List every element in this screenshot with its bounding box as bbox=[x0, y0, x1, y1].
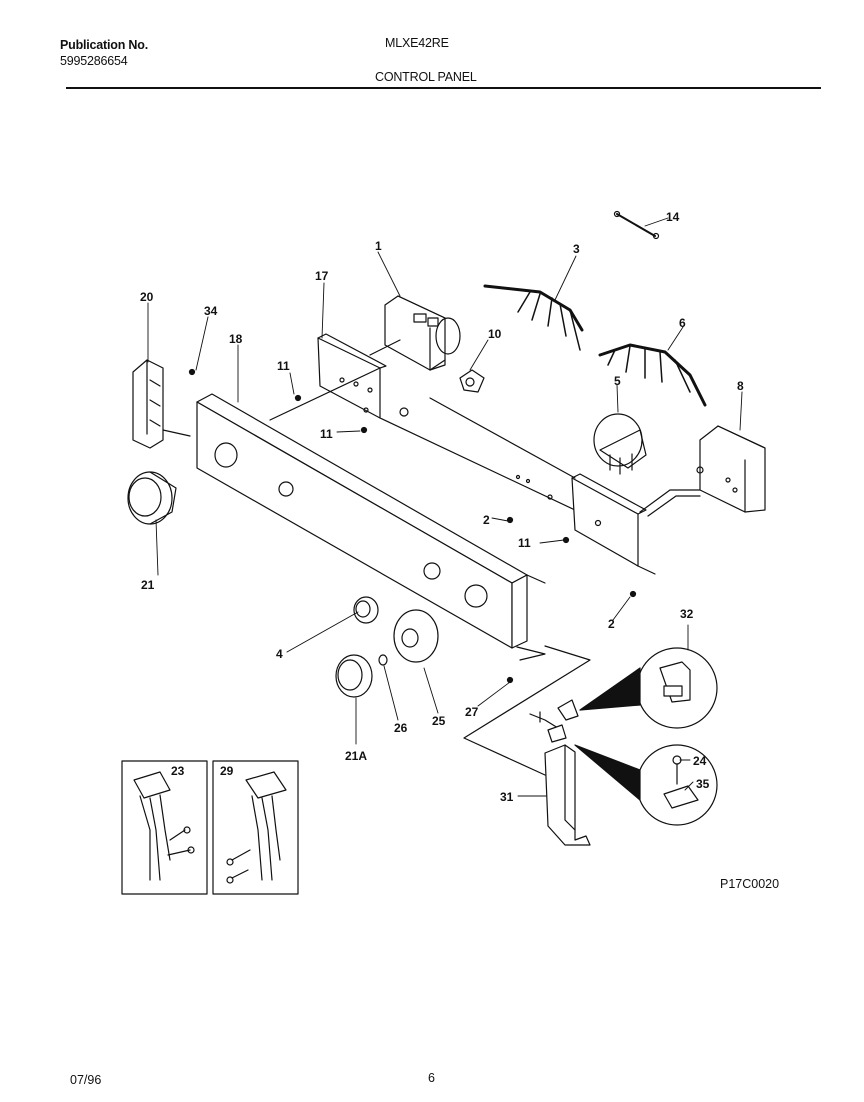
callout-21a: 21A bbox=[345, 749, 367, 763]
model-number: MLXE42RE bbox=[385, 36, 449, 50]
callout-11: 11 bbox=[320, 427, 333, 441]
knob-21 bbox=[127, 471, 177, 525]
callout-27: 27 bbox=[465, 705, 479, 719]
harness-inset-23 bbox=[121, 760, 208, 895]
knob-10 bbox=[459, 369, 485, 393]
wire-harness-6 bbox=[598, 343, 707, 407]
callout-18: 18 bbox=[229, 332, 243, 346]
callout-21: 21 bbox=[141, 578, 155, 592]
console-panel bbox=[196, 393, 546, 661]
callout-17: 17 bbox=[315, 269, 329, 283]
callout-2: 2 bbox=[483, 513, 490, 527]
callout-6: 6 bbox=[679, 316, 686, 330]
publication-number: 5995286654 bbox=[60, 54, 128, 68]
knobs-front bbox=[335, 596, 439, 698]
switch-5 bbox=[593, 413, 647, 475]
footer-date: 07/96 bbox=[70, 1073, 102, 1087]
callout-32: 32 bbox=[680, 607, 694, 621]
callout-20: 20 bbox=[140, 290, 154, 304]
detail-35 bbox=[574, 744, 718, 826]
bracket-31 bbox=[463, 645, 591, 846]
callout-23: 23 bbox=[171, 764, 185, 778]
wire-harness-3 bbox=[483, 284, 584, 351]
callout-5: 5 bbox=[614, 374, 621, 388]
detail-32 bbox=[579, 647, 718, 729]
callout-26: 26 bbox=[394, 721, 408, 735]
header-rule bbox=[66, 87, 821, 89]
callout-34: 34 bbox=[204, 304, 218, 318]
callout-8: 8 bbox=[737, 379, 744, 393]
part-14 bbox=[613, 210, 660, 240]
callout-2: 2 bbox=[608, 617, 615, 631]
callout-1: 1 bbox=[375, 239, 382, 253]
bracket-20 bbox=[132, 359, 191, 449]
callout-11: 11 bbox=[518, 536, 531, 550]
mounting-bracket bbox=[269, 333, 656, 575]
callout-24: 24 bbox=[693, 754, 707, 768]
callout-labels: 1 2 2 3 4 5 6 8 10 11 11 11 14 17 18 20 … bbox=[140, 210, 744, 804]
callout-25: 25 bbox=[432, 714, 446, 728]
leader-lines bbox=[147, 217, 743, 797]
section-title: CONTROL PANEL bbox=[375, 70, 477, 84]
control-8 bbox=[639, 425, 766, 517]
callout-11: 11 bbox=[277, 359, 290, 373]
timer bbox=[369, 295, 461, 371]
callout-3: 3 bbox=[573, 242, 580, 256]
callout-14: 14 bbox=[666, 210, 680, 224]
page-number: 6 bbox=[428, 1071, 435, 1085]
callout-35: 35 bbox=[696, 777, 710, 791]
harness-inset-29 bbox=[212, 760, 299, 895]
callout-4: 4 bbox=[276, 647, 283, 661]
drawing-code: P17C0020 bbox=[720, 877, 780, 891]
callout-29: 29 bbox=[220, 764, 234, 778]
callout-10: 10 bbox=[488, 327, 502, 341]
publication-label: Publication No. bbox=[60, 38, 148, 52]
callout-31: 31 bbox=[500, 790, 514, 804]
